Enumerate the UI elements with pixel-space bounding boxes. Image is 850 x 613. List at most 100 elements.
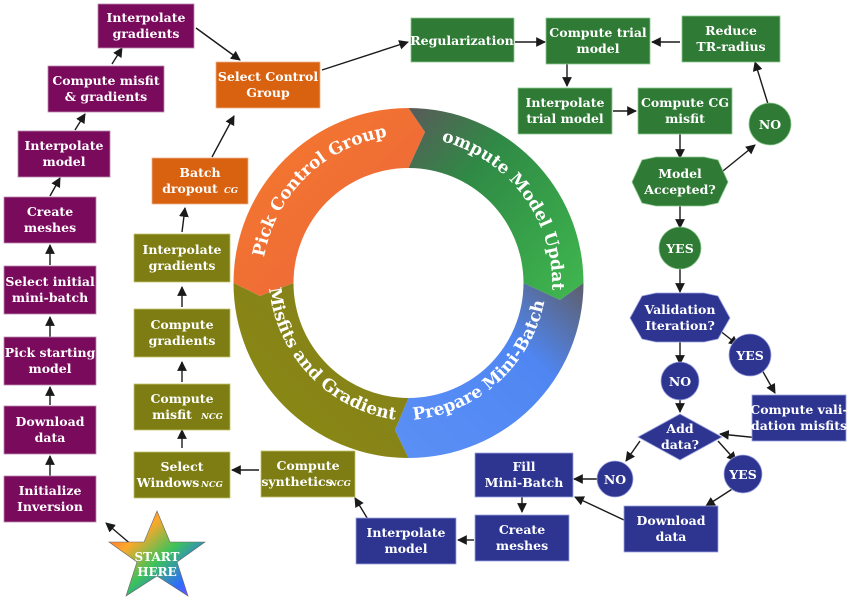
validation-yes-node[interactable]: YES	[728, 333, 772, 377]
green-yes-node[interactable]: YES	[658, 226, 702, 270]
compute-cg-misfit-step[interactable]: Compute CG misfit	[637, 87, 733, 135]
create-meshes-blue-line2: meshes	[496, 538, 548, 553]
select-control-group-step[interactable]: Select Control Group	[215, 61, 321, 109]
regularization-step[interactable]: Regularization	[410, 17, 515, 63]
compute-misfit-ncg-subscript: NCG	[200, 412, 223, 422]
select-initial-mini-batch-line2: mini-batch	[12, 290, 88, 305]
model-accepted-decision[interactable]: Model Accepted?	[631, 156, 729, 207]
reduce-tr-radius-step[interactable]: Reduce TR-radius	[681, 15, 781, 63]
select-initial-mini-batch-step[interactable]: Select initial mini-batch	[3, 265, 97, 315]
batch-dropout-subscript: CG	[224, 186, 238, 196]
create-meshes-step[interactable]: Create meshes	[3, 196, 97, 244]
compute-misfit-gradients-step[interactable]: Compute misfit & gradients	[47, 65, 165, 113]
green-yes-label: YES	[665, 241, 693, 256]
add-data-line2: data?	[661, 437, 699, 452]
interpolate-model-step[interactable]: Interpolate model	[17, 130, 111, 178]
compute-validation-misfits-line1: Compute vali-	[750, 402, 847, 417]
ring-segment-update	[408, 108, 584, 300]
compute-misfit-gradients-line1: Compute misfit	[52, 73, 160, 88]
interpolate-gradients-purple-line1: Interpolate	[107, 10, 186, 25]
validation-no-label: NO	[669, 374, 691, 389]
create-meshes-line2: meshes	[24, 220, 76, 235]
create-meshes-line1: Create	[27, 204, 73, 219]
arrow	[195, 27, 241, 61]
add-data-decision[interactable]: Add data?	[637, 413, 723, 461]
interpolate-gradients-purple-step[interactable]: Interpolate gradients	[97, 3, 195, 49]
add-data-no-label: NO	[604, 472, 626, 487]
compute-synthetics-line2: synthetics	[261, 474, 332, 489]
validation-no-node[interactable]: NO	[660, 361, 700, 401]
arrow	[761, 369, 776, 394]
compute-trial-model-line2: model	[576, 41, 619, 56]
initialize-inversion-step[interactable]: Initialize Inversion	[3, 475, 97, 523]
pick-starting-model-line1: Pick starting	[5, 345, 96, 360]
compute-misfit-gradients-line2: & gradients	[65, 89, 147, 104]
select-windows-step[interactable]: Select Windows NCG	[133, 451, 231, 499]
model-accepted-line1: Model	[658, 166, 702, 181]
download-data-blue-step[interactable]: Download data	[623, 505, 719, 553]
compute-synthetics-step[interactable]: Compute synthetics NCG	[260, 450, 356, 498]
select-windows-line1: Select	[160, 459, 203, 474]
compute-misfit-ncg-line1: Compute	[150, 391, 213, 406]
add-data-no-node[interactable]: NO	[596, 460, 634, 498]
start-here-line2: HERE	[137, 565, 177, 579]
compute-trial-model-step[interactable]: Compute trial model	[545, 17, 651, 65]
add-data-yes-node[interactable]: YES	[723, 454, 763, 494]
fill-mini-batch-step[interactable]: Fill Mini-Batch	[474, 452, 574, 498]
green-group: Regularization Compute trial model Reduc…	[410, 15, 792, 270]
interpolate-model-line1: Interpolate	[25, 138, 104, 153]
compute-gradients-step[interactable]: Compute gradients	[133, 308, 231, 358]
validation-iteration-line1: Validation	[644, 302, 716, 317]
arrow	[211, 115, 235, 158]
regularization-label: Regularization	[410, 33, 514, 48]
compute-synthetics-subscript: NCG	[328, 479, 351, 489]
pick-starting-model-step[interactable]: Pick starting model	[3, 336, 97, 386]
fill-mini-batch-line2: Mini-Batch	[485, 475, 564, 490]
green-no-label: NO	[759, 117, 781, 132]
arrow	[111, 47, 123, 65]
compute-gradients-line2: gradients	[149, 333, 216, 348]
arrow	[321, 40, 409, 71]
select-initial-mini-batch-line1: Select initial	[5, 274, 95, 289]
initialize-inversion-line1: Initialize	[19, 483, 82, 498]
download-data-blue-line2: data	[656, 529, 687, 544]
purple-column: Initialize Inversion Download data Pick …	[3, 3, 195, 523]
interpolate-trial-model-step[interactable]: Interpolate trial model	[517, 87, 613, 135]
model-accepted-line2: Accepted?	[643, 182, 715, 197]
add-data-line1: Add	[665, 421, 693, 436]
compute-validation-misfits-step[interactable]: Compute vali- dation misfits	[750, 394, 848, 442]
interpolate-trial-model-line2: trial model	[526, 111, 604, 126]
create-meshes-blue-step[interactable]: Create meshes	[474, 514, 570, 562]
start-here-line1: START	[135, 550, 180, 564]
download-data-line1: Download	[16, 414, 85, 429]
orange-group: Select Control Group Batch dropout CG	[151, 61, 321, 205]
validation-iteration-line2: Iteration?	[645, 318, 715, 333]
green-no-node[interactable]: NO	[748, 102, 792, 146]
olive-group: Interpolate gradients Compute gradients …	[133, 233, 356, 499]
interpolate-model-blue-line1: Interpolate	[367, 525, 446, 540]
download-data-line2: data	[35, 430, 66, 445]
initialize-inversion-line2: Inversion	[17, 499, 83, 514]
validation-iteration-decision[interactable]: Validation Iteration?	[629, 292, 731, 343]
interpolate-model-line2: model	[42, 154, 85, 169]
compute-trial-model-line1: Compute trial	[549, 25, 647, 40]
interpolate-gradients-purple-line2: gradients	[113, 26, 180, 41]
arrow	[625, 440, 641, 462]
batch-dropout-step[interactable]: Batch dropout CG	[151, 157, 249, 205]
ring-segment-prepare	[395, 283, 584, 458]
ring-segment-misfits	[233, 283, 409, 458]
download-data-step[interactable]: Download data	[3, 405, 97, 455]
interpolate-model-blue-step[interactable]: Interpolate model	[355, 517, 457, 565]
arrow	[49, 177, 61, 197]
compute-misfit-ncg-line2: misfit	[152, 407, 192, 422]
compute-misfit-ncg-step[interactable]: Compute misfit NCG	[133, 383, 231, 431]
download-data-blue-line1: Download	[637, 513, 706, 528]
interpolate-gradients-olive-line1: Interpolate	[143, 242, 222, 257]
interpolate-gradients-olive-line2: gradients	[149, 258, 216, 273]
interpolate-gradients-olive-step[interactable]: Interpolate gradients	[133, 233, 231, 283]
arrow	[752, 61, 769, 105]
reduce-tr-radius-line2: TR-radius	[696, 39, 765, 54]
pick-starting-model-line2: model	[28, 361, 71, 376]
start-here-star[interactable]: START HERE	[108, 510, 206, 597]
batch-dropout-line1: Batch	[179, 165, 220, 180]
